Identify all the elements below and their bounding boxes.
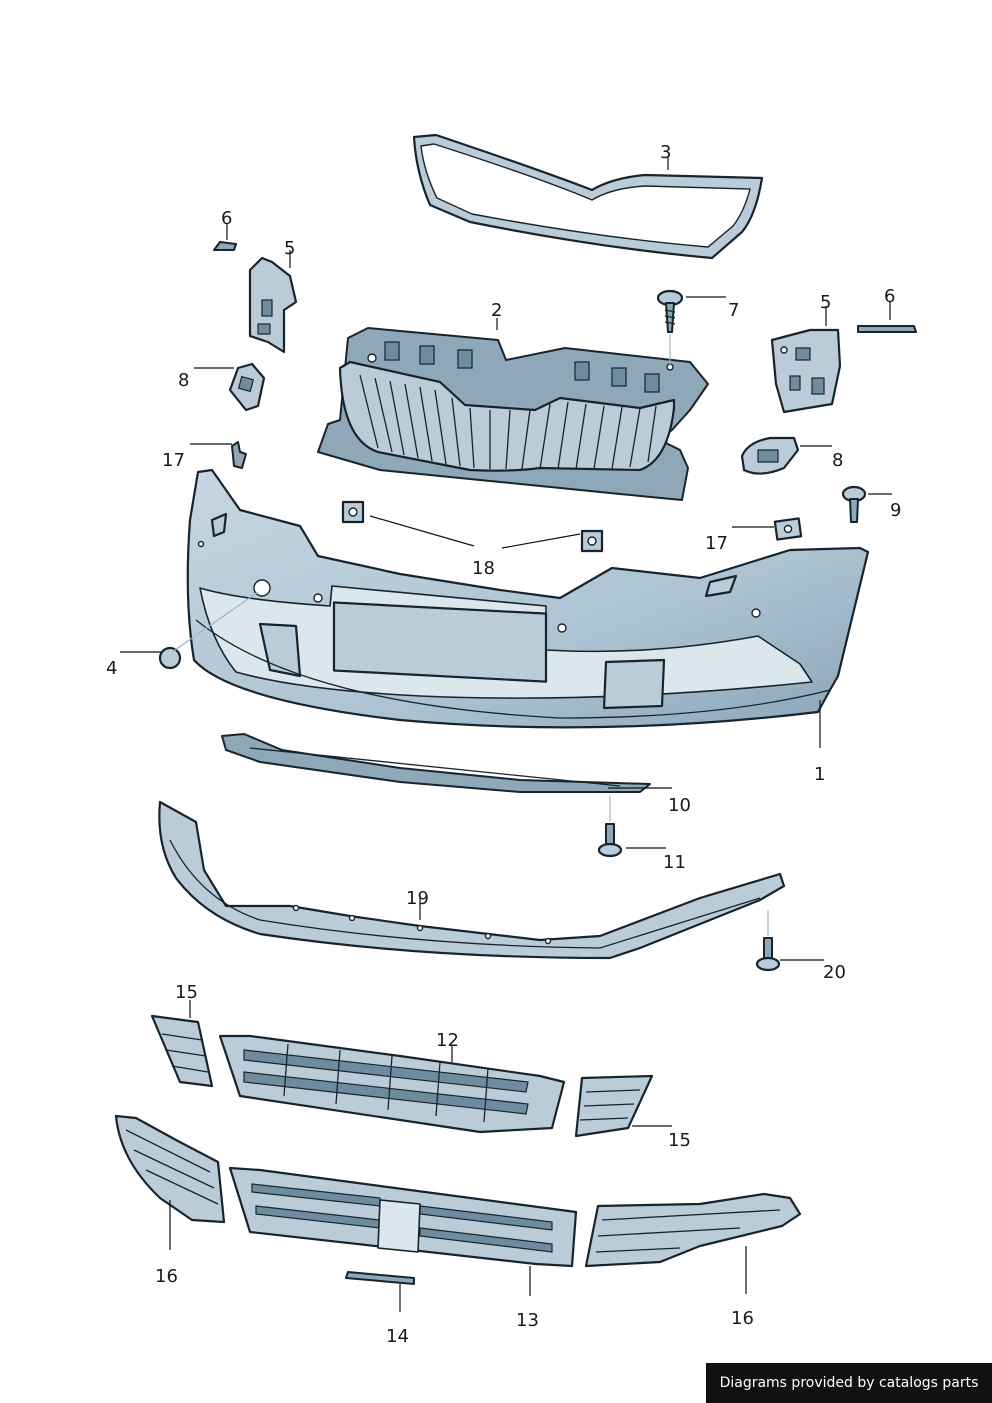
label-part-15-right: 15 [668,1130,691,1151]
grille-insert-right-part [574,1074,654,1138]
clip-left-part [213,241,237,251]
cover-right-part [740,436,800,475]
bumper-cover-part [186,468,870,729]
label-part-11: 11 [663,852,686,873]
retainer-right-part [773,517,803,541]
label-part-18: 18 [472,558,495,579]
label-part-13: 13 [516,1310,539,1331]
label-part-17-left: 17 [162,450,185,471]
label-part-16-right: 16 [731,1308,754,1329]
lower-grille-upper-part [218,1034,566,1134]
label-part-10: 10 [668,795,691,816]
lower-grille-main-part [228,1166,578,1268]
bracket-right-part [770,328,842,414]
fog-trim-left-part [114,1114,226,1224]
label-part-5-right: 5 [820,292,831,313]
label-part-5-left: 5 [284,238,295,259]
screw-lower-part [597,823,623,858]
lower-spoiler-strip-part [221,733,651,793]
label-part-16-left: 16 [155,1266,178,1287]
label-part-2: 2 [491,300,502,321]
screw-top-part [656,289,684,333]
grille-frame-part [412,133,764,260]
label-part-1: 1 [814,764,825,785]
label-part-8-right: 8 [832,450,843,471]
label-part-4: 4 [106,658,117,679]
label-part-12: 12 [436,1030,459,1051]
radiator-grille-part [317,327,709,501]
label-part-8-left: 8 [178,370,189,391]
label-part-14: 14 [386,1326,409,1347]
trim-strip-part [345,1271,415,1285]
attribution-text: Diagrams provided by catalogs parts [719,1375,979,1391]
retainer-clips-part [341,500,604,553]
screw-right-part [841,485,867,523]
label-part-19: 19 [406,888,429,909]
retainer-left-part [231,441,247,469]
label-part-17-right: 17 [705,533,728,554]
label-part-6-left: 6 [221,208,232,229]
label-part-6-right: 6 [884,286,895,307]
spoiler-lip-part [158,800,786,960]
leader-lines [120,156,892,1312]
label-part-15-left: 15 [175,982,198,1003]
label-part-20: 20 [823,962,846,983]
tow-hook-cap-part [158,646,182,670]
clip-right-part [857,325,917,333]
label-part-7: 7 [728,300,739,321]
label-part-9: 9 [890,500,901,521]
screw-spoiler-part [755,937,781,972]
attribution-footer: Diagrams provided by catalogs parts [706,1363,992,1403]
fog-trim-right-part [584,1192,802,1268]
bracket-left-part [248,256,298,354]
part-number-labels: 1 2 3 4 5 5 6 6 7 8 8 9 10 11 12 13 14 1… [106,142,901,1347]
cover-left-part [228,362,266,412]
grille-insert-left-part [150,1014,214,1088]
label-part-3: 3 [660,142,671,163]
